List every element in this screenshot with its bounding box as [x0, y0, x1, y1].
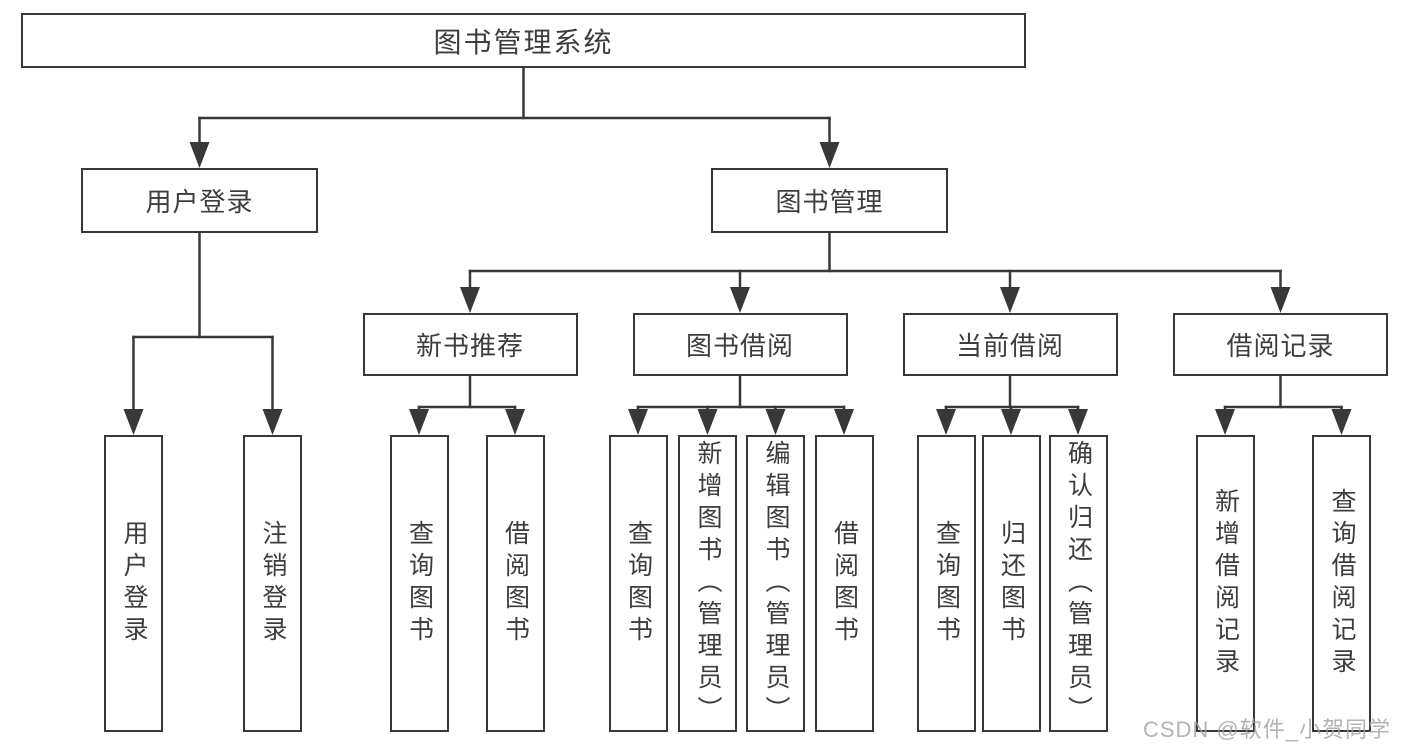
node-new-book-recommend: 新书推荐	[362, 313, 578, 376]
node-label: 当前借阅	[955, 331, 1064, 361]
leaf-query-books-borrow: 查询图书	[608, 435, 668, 732]
node-label: 借阅图书	[830, 519, 859, 648]
node-user-login-branch: 用户登录	[81, 168, 318, 233]
node-label: 借阅记录	[1226, 331, 1335, 361]
leaf-confirm-return-admin: 确认归还（管理员）	[1048, 435, 1108, 732]
leaf-borrow-books-recommend: 借阅图书	[485, 435, 545, 732]
node-label: 新书推荐	[415, 331, 524, 361]
node-label: 查询图书	[932, 519, 961, 648]
leaf-logout: 注销登录	[243, 435, 302, 732]
node-root-library-system: 图书管理系统	[21, 13, 1026, 68]
node-label: 查询借阅记录	[1328, 487, 1356, 680]
node-label: 用户登录	[145, 187, 254, 217]
node-label: 归还图书	[997, 519, 1026, 648]
leaf-query-borrow-record: 查询借阅记录	[1312, 435, 1371, 732]
leaf-borrow-books: 借阅图书	[814, 435, 874, 732]
node-label: 新增图书（管理员）	[694, 439, 722, 728]
node-label: 查询图书	[405, 519, 434, 648]
leaf-edit-books-admin: 编辑图书（管理员）	[746, 435, 805, 732]
leaf-user-login: 用户登录	[104, 435, 163, 732]
node-label: 图书借阅	[685, 331, 794, 361]
node-book-borrowing: 图书借阅	[632, 313, 848, 376]
leaf-return-books: 归还图书	[981, 435, 1041, 732]
node-label: 图书管理系统	[433, 26, 614, 58]
node-label: 确认归还（管理员）	[1064, 439, 1093, 728]
node-label: 注销登录	[259, 519, 287, 648]
node-current-borrowing: 当前借阅	[902, 313, 1118, 376]
leaf-add-borrow-record: 新增借阅记录	[1195, 435, 1255, 732]
node-borrow-records: 借阅记录	[1173, 313, 1388, 376]
node-label: 用户登录	[120, 519, 148, 648]
node-label: 图书管理	[775, 187, 884, 217]
node-label: 查询图书	[624, 519, 653, 648]
leaf-query-books-current: 查询图书	[916, 435, 976, 732]
leaf-query-books-recommend: 查询图书	[389, 435, 449, 732]
node-label: 借阅图书	[501, 519, 530, 648]
node-book-management-branch: 图书管理	[711, 168, 948, 233]
node-label: 编辑图书（管理员）	[762, 439, 790, 728]
leaf-add-books-admin: 新增图书（管理员）	[678, 435, 737, 732]
node-label: 新增借阅记录	[1211, 487, 1240, 680]
